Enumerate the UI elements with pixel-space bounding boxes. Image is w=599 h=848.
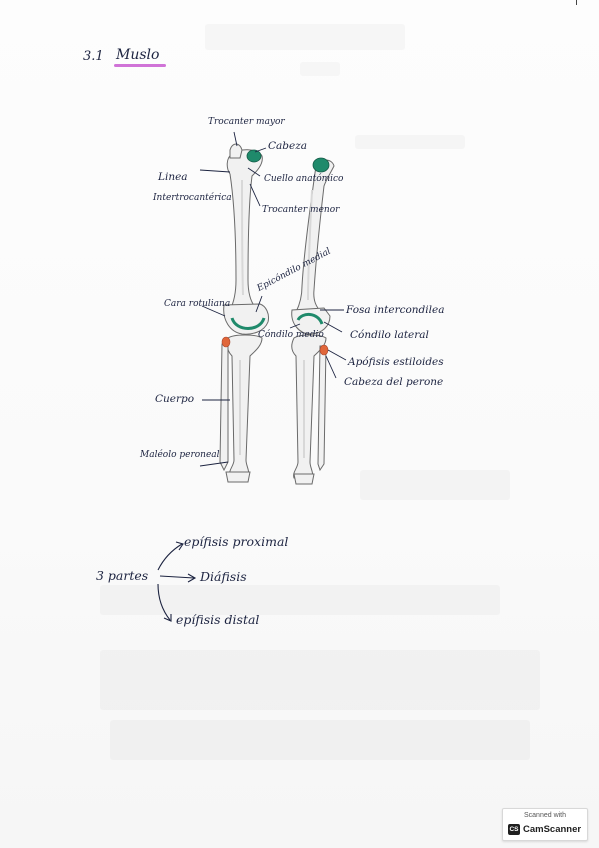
femur-tibia-illustration bbox=[199, 131, 347, 485]
camscanner-brand: CamScanner bbox=[523, 824, 582, 835]
title-underline bbox=[114, 64, 166, 67]
right-condyle-cartilage bbox=[296, 313, 324, 325]
part-proximal-epiphysis: epífisis proximal bbox=[184, 534, 289, 549]
label-body: Cuerpo bbox=[155, 393, 195, 405]
label-intercondylar-fossa: Fosa intercondilea bbox=[346, 304, 445, 316]
camscanner-badge: Scanned with CS CamScanner bbox=[502, 808, 588, 841]
branch-proximal-arrowhead bbox=[175, 541, 184, 551]
part-distal-epiphysis: epífisis distal bbox=[176, 612, 260, 627]
branch-diaphysis-arrowhead bbox=[187, 573, 197, 583]
camscanner-logo-icon: CS bbox=[508, 824, 520, 835]
label-patellar-face: Cara rotuliana bbox=[164, 299, 231, 309]
parts-root-label: 3 partes bbox=[96, 568, 149, 583]
right-fibula bbox=[317, 345, 327, 472]
bone-parts-diagram bbox=[157, 541, 197, 622]
right-fibula-head bbox=[319, 344, 329, 356]
corner-mark bbox=[576, 0, 577, 5]
right-femoral-head bbox=[312, 157, 330, 173]
label-lateral-condyle: Cóndilo lateral bbox=[350, 329, 429, 341]
label-lateral-malleolus: Maléolo peroneal bbox=[140, 450, 220, 460]
right-femur bbox=[295, 159, 335, 313]
label-styloid-apophysis: Apófisis estiloides bbox=[348, 356, 444, 368]
left-tibia bbox=[226, 334, 263, 477]
branch-distal-arrowhead bbox=[163, 614, 172, 622]
left-femur bbox=[226, 149, 263, 311]
section-number: 3.1 bbox=[83, 49, 104, 64]
right-leg bbox=[291, 159, 335, 485]
left-femoral-head bbox=[246, 149, 262, 163]
label-line: Linea bbox=[158, 171, 188, 183]
label-anatomic-neck: Cuello anatómico bbox=[264, 174, 344, 184]
right-tibia bbox=[291, 334, 327, 479]
label-medial-condyle: Cóndilo medio bbox=[258, 330, 324, 340]
right-femur-condyles bbox=[291, 307, 331, 335]
leader-lines bbox=[199, 131, 347, 467]
section-title: Muslo bbox=[116, 47, 160, 63]
left-fibula-head bbox=[221, 336, 231, 348]
right-ankle bbox=[293, 473, 315, 485]
left-patellar-cartilage bbox=[230, 317, 266, 330]
label-trochanter-major: Trocanter mayor bbox=[208, 117, 285, 127]
label-fibula-head: Cabeza del perone bbox=[344, 376, 444, 388]
branch-distal bbox=[157, 583, 171, 621]
branch-diaphysis bbox=[159, 575, 195, 579]
left-greater-trochanter bbox=[229, 143, 243, 159]
label-head: Cabeza bbox=[268, 140, 308, 152]
label-trochanter-minor: Trocanter menor bbox=[262, 205, 340, 215]
label-intertrochanteric: Intertrocantérica bbox=[153, 193, 232, 203]
branch-proximal bbox=[157, 543, 183, 571]
left-ankle bbox=[225, 471, 251, 483]
left-fibula bbox=[219, 343, 229, 472]
scanned-with-text: Scanned with bbox=[523, 812, 567, 819]
part-diaphysis: Diáfisis bbox=[200, 569, 247, 584]
